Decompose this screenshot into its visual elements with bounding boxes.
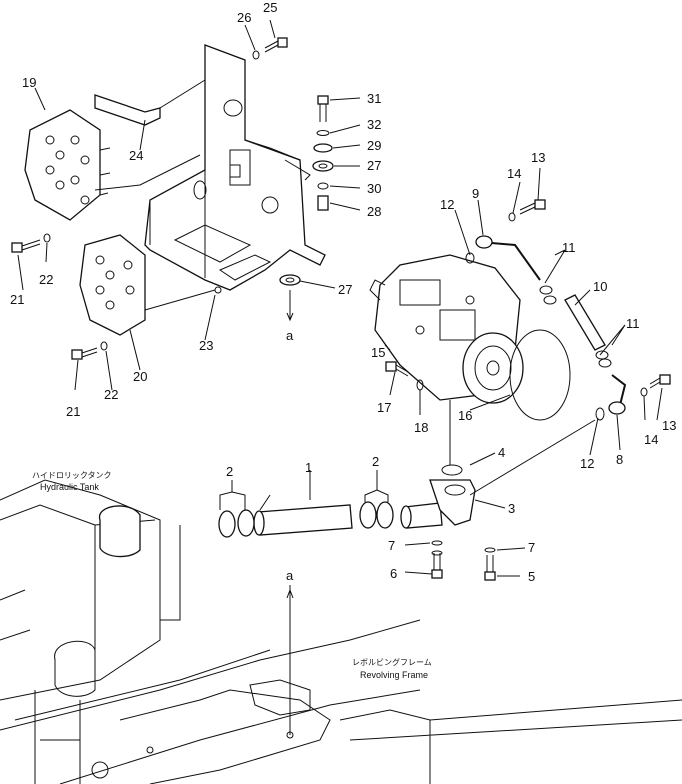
callout-9: 9	[472, 186, 479, 201]
callout-24: 24	[129, 148, 143, 163]
bolt-21-upper	[11, 233, 51, 253]
callout-11a: 11	[562, 240, 576, 255]
bracket-plate	[144, 44, 326, 294]
callout-25: 25	[263, 0, 277, 15]
callout-15: 15	[371, 345, 385, 360]
arrow-a-lower-head	[286, 588, 294, 599]
callout-1: 1	[305, 460, 312, 475]
callout-29: 29	[367, 138, 381, 153]
ref-a-lower: a	[286, 568, 294, 583]
suction-tube	[218, 501, 443, 538]
callout-20: 20	[133, 369, 147, 384]
callout-13a: 13	[531, 150, 545, 165]
arrow-a-upper-head	[286, 312, 294, 322]
connect-line-pipe	[469, 419, 596, 496]
control-valve-lower	[79, 234, 216, 336]
callout-14a: 14	[507, 166, 521, 181]
tank-label-en: Hydraulic Tank	[40, 482, 99, 492]
callout-3: 3	[508, 501, 515, 516]
callout-2b: 2	[372, 454, 379, 469]
callout-12a: 12	[440, 197, 454, 212]
callout-16: 16	[458, 408, 472, 423]
callout-22b: 22	[104, 387, 118, 402]
callout-2a: 2	[226, 464, 233, 479]
ref-a-upper: a	[286, 328, 294, 343]
bolt-13-upper	[508, 199, 546, 222]
callout-21b: 21	[66, 404, 80, 419]
frame-label-en: Revolving Frame	[360, 670, 428, 680]
callout-22a: 22	[39, 272, 53, 287]
callout-17: 17	[377, 400, 391, 415]
frame-label-jp: レボルビングフレーム	[352, 657, 432, 667]
bolt-25	[252, 37, 288, 60]
callout-13b: 13	[662, 418, 676, 433]
pipe-assembly	[465, 235, 627, 421]
bolt-13-lower	[640, 374, 671, 397]
callout-5: 5	[528, 569, 535, 584]
bolt-21-lower	[71, 341, 108, 360]
connect-line-tank	[160, 525, 181, 621]
callout-27a: 27	[367, 158, 381, 173]
support-bracket	[94, 79, 206, 126]
callout-19: 19	[22, 75, 36, 90]
callout-26: 26	[237, 10, 251, 25]
callout-23: 23	[199, 338, 213, 353]
callout-7a: 7	[388, 538, 395, 553]
callout-27b: 27	[338, 282, 352, 297]
tank-label-jp: ハイドロリックタンク	[32, 471, 112, 480]
callout-6: 6	[390, 566, 397, 581]
callout-12b: 12	[580, 456, 594, 471]
hydraulic-pump	[369, 254, 524, 404]
callout-18: 18	[414, 420, 428, 435]
bolt-31	[279, 95, 334, 286]
callout-30: 30	[367, 181, 381, 196]
control-valve-upper	[24, 109, 201, 221]
callout-14b: 14	[644, 432, 658, 447]
revolving-frame	[0, 619, 682, 784]
callout-4: 4	[498, 445, 505, 460]
bolt-6	[431, 540, 443, 579]
hydraulic-tank	[0, 479, 161, 784]
gasket-16	[509, 329, 571, 421]
callout-7b: 7	[528, 540, 535, 555]
callout-21a: 21	[10, 292, 24, 307]
callout-11b: 11	[626, 316, 640, 331]
callout-8: 8	[616, 452, 623, 467]
suction-elbow	[429, 464, 476, 526]
leader-lines	[17, 19, 663, 577]
callout-32: 32	[367, 117, 381, 132]
callout-31: 31	[367, 91, 381, 106]
callout-28: 28	[367, 204, 381, 219]
callout-10: 10	[593, 279, 607, 294]
bolt-5	[484, 547, 496, 581]
